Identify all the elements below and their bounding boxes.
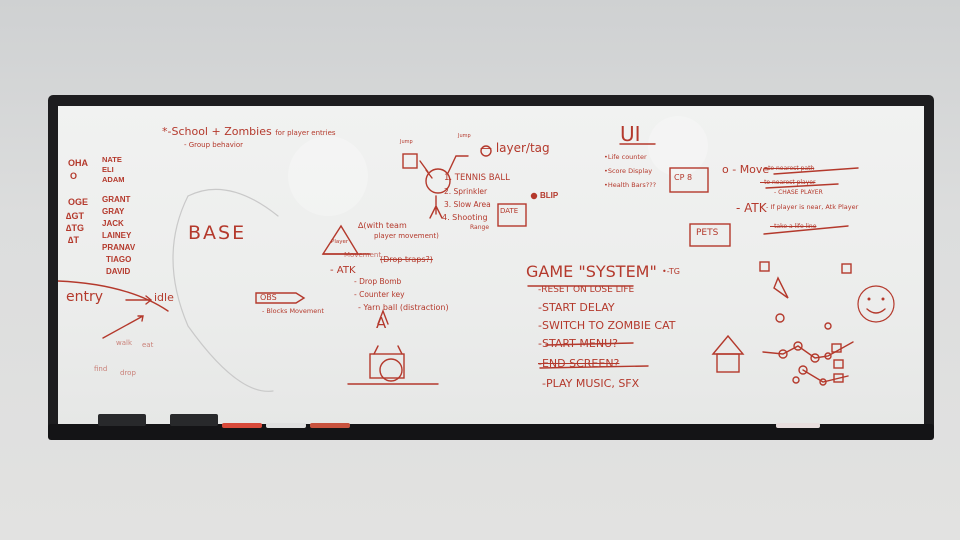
player-atk: - ATK — [330, 265, 356, 276]
name-right-2: ADAM — [102, 175, 125, 184]
center-list-1: 2. Sprinkler — [444, 187, 488, 196]
game-system-item-0: -RESET ON LOSE LIFE — [538, 285, 635, 295]
marker-orange[interactable] — [310, 423, 350, 428]
name-left-5: ∆T — [68, 235, 80, 245]
jump-label-one: Jump — [400, 139, 413, 145]
name-right-3: GRANT — [102, 195, 131, 204]
eraser-left[interactable] — [98, 414, 146, 426]
name-left-4: ∆TG — [66, 223, 85, 233]
layer-tag-label: — layer/tag — [480, 141, 550, 155]
find-label: find — [94, 365, 108, 373]
player-delta-note-2: player movement) — [374, 232, 439, 240]
atk-label: - ATK — [736, 201, 767, 215]
game-system-item-3: -START MENU? — [538, 337, 618, 350]
entry-label: entry — [66, 289, 104, 305]
ui-item-2: •Health Bars??? — [604, 181, 657, 189]
name-right-5: JACK — [102, 219, 124, 228]
obs-note: - Blocks Movement — [262, 307, 324, 315]
player-item-1: - Counter key — [354, 290, 405, 299]
game-system-item-2: -SWITCH TO ZOMBIE CAT — [538, 319, 676, 332]
game-system-title: GAME "SYSTEM" — [526, 262, 657, 281]
center-list-2: 3. Slow Area — [444, 200, 491, 209]
name-right-8: TIAGO — [106, 255, 132, 264]
move-item-2: - CHASE PLAYER — [774, 189, 823, 196]
name-left-2: OGE — [68, 197, 89, 207]
walk-label: walk — [116, 339, 133, 347]
ui-box-label: CP 8 — [674, 173, 693, 182]
player-a-label: A — [376, 314, 387, 332]
jump-label-two: Jump — [458, 133, 471, 139]
game-system-item-1: -START DELAY — [538, 301, 615, 314]
move-item-1: - to nearest player — [760, 179, 816, 186]
ui-title: UI — [620, 122, 641, 146]
idle-label: idle — [154, 291, 174, 304]
date-box-label: DATE — [500, 207, 519, 215]
game-system-item-5: -PLAY MUSIC, SFX — [542, 377, 640, 390]
top-note: *-School + Zombies for player entries — [162, 126, 336, 137]
center-list-3: 4. Shooting — [442, 213, 488, 222]
whiteboard-drawings — [58, 116, 895, 392]
name-right-9: DAVID — [106, 267, 131, 276]
name-left-1: O — [70, 171, 78, 181]
marker-white[interactable] — [266, 423, 306, 428]
name-left-3: ∆GT — [66, 211, 85, 221]
name-right-7: PRANAV — [102, 243, 136, 252]
center-list-0: 1. TENNIS BALL — [444, 173, 510, 183]
game-system-suffix: •-TG — [662, 267, 680, 276]
name-right-4: GRAY — [102, 207, 125, 216]
player-movement: Movement — [344, 251, 382, 259]
atk-item-1: - take a life line — [770, 223, 817, 230]
center-list-sub: Range — [470, 224, 490, 231]
player-atk-extra: (Drop traps?) — [380, 255, 433, 264]
name-left-0: OHA — [68, 158, 88, 168]
game-system-item-4: -END SCREEN? — [538, 357, 620, 370]
move-item-0: - to nearest path — [764, 165, 815, 172]
name-right-6: LAINEY — [102, 231, 132, 240]
marker-tray — [48, 424, 934, 440]
pets-label: PETS — [696, 228, 719, 238]
ui-item-0: •Life counter — [604, 153, 647, 161]
obs-label: OBS — [260, 293, 277, 302]
marker-red[interactable] — [222, 423, 262, 428]
eat-label: eat — [142, 341, 154, 349]
drop-label: drop — [120, 369, 136, 377]
top-note-main: *-School + Zombies — [162, 125, 272, 138]
ui-item-1: •Score Display — [604, 167, 653, 175]
atk-item-0: - If player is near, Atk Player — [766, 203, 859, 211]
player-item-2: - Yarn ball (distraction) — [358, 303, 449, 312]
move-label: o - Move — [722, 163, 770, 176]
name-right-1: ELI — [102, 165, 114, 174]
base-label: BASE — [188, 222, 247, 244]
marker-right[interactable] — [776, 423, 820, 428]
player-tag: Player — [331, 239, 349, 245]
top-note-suffix: for player entries — [275, 129, 336, 137]
player-item-0: - Drop Bomb — [354, 277, 402, 286]
name-right-0: NATE — [102, 155, 122, 164]
player-delta-note-1: ∆(with team — [358, 221, 407, 230]
top-sub-note: - Group behavior — [184, 141, 244, 149]
whiteboard: *-School + Zombies for player entries - … — [58, 106, 924, 426]
blip-label: BLIP — [540, 191, 559, 200]
eraser-right[interactable] — [170, 414, 218, 426]
